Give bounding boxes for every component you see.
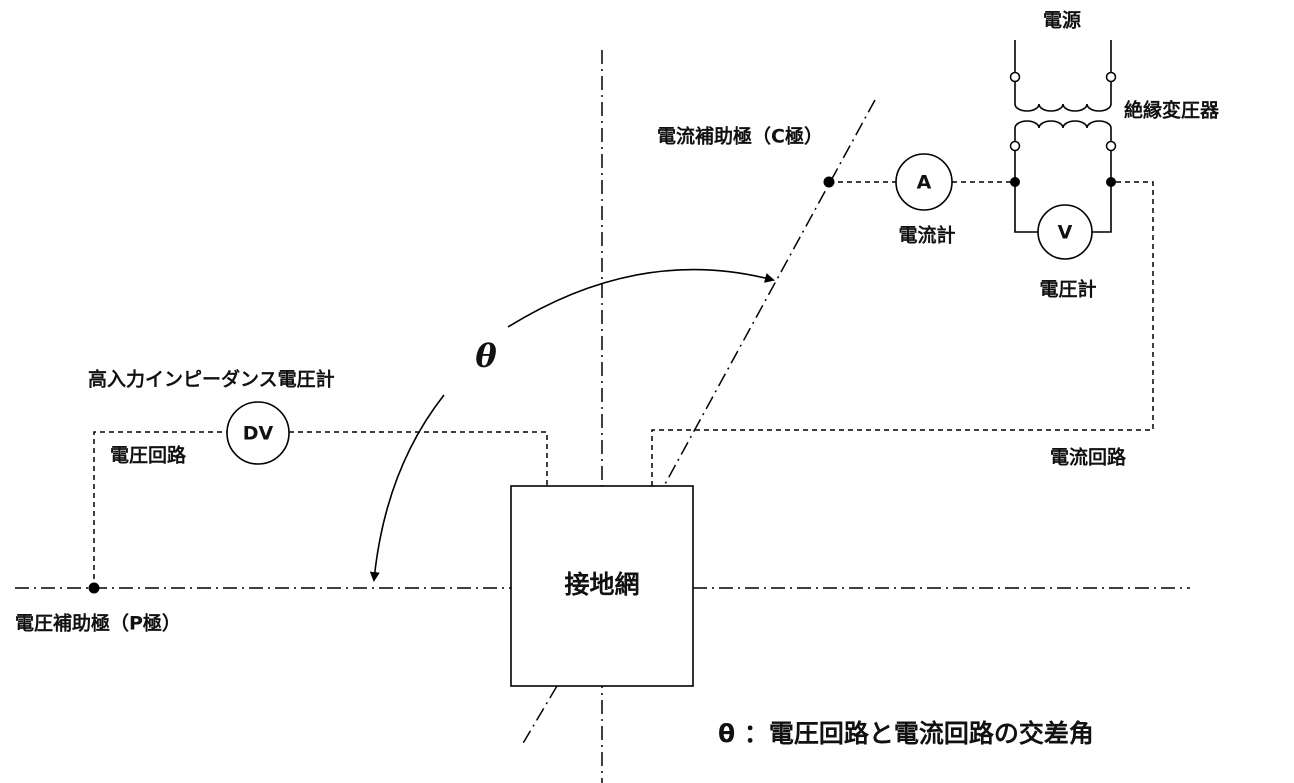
grounding-grid-box	[510, 485, 694, 687]
legend-text: θ ：電圧回路と電流回路の交差角	[718, 719, 1094, 748]
voltage-aux-electrode-label: 電圧補助極（P極）	[15, 612, 181, 635]
voltage-circuit-wire-right	[289, 431, 548, 486]
node-right	[1106, 177, 1116, 187]
ammeter-label: 電流計	[898, 224, 955, 247]
transformer-secondary-coil	[1014, 120, 1112, 129]
current-electrode-point	[823, 176, 835, 188]
voltmeter-circle	[1037, 204, 1093, 260]
terminal-top-right	[1105, 71, 1117, 83]
dv-meter-symbol: DV	[243, 423, 274, 445]
power-source-label: 電源	[1043, 9, 1081, 32]
current-circuit-label: 電流回路	[1050, 446, 1127, 469]
grounding-grid-label: 接地網	[564, 570, 639, 599]
dv-meter-circle	[226, 401, 290, 465]
voltmeter-loop-wire	[1014, 151, 1038, 233]
terminal-top-left	[1009, 71, 1021, 83]
terminal-bottom-right	[1105, 140, 1117, 152]
transformer-primary-coil	[1014, 103, 1112, 112]
node-left	[1010, 177, 1020, 187]
current-circuit-wire	[651, 181, 1154, 486]
voltage-electrode-point	[88, 582, 100, 594]
voltage-circuit-wire	[93, 431, 227, 588]
terminal-bottom-left	[1009, 140, 1021, 152]
voltmeter-label: 電圧計	[1039, 278, 1096, 301]
diagonal-axis-line-upper	[663, 99, 876, 487]
current-aux-electrode-label: 電流補助極（C極）	[657, 125, 823, 148]
ammeter-symbol: A	[917, 172, 932, 194]
ammeter-circle	[895, 153, 953, 211]
voltmeter-symbol: V	[1058, 222, 1073, 244]
transformer-label: 絶縁変圧器	[1124, 99, 1220, 122]
diagonal-axis-line-lower	[521, 685, 558, 746]
high-impedance-voltmeter-label: 高入力インピーダンス電圧計	[88, 368, 335, 391]
voltmeter-loop-wire-right	[1092, 151, 1112, 233]
theta-arc-lower	[369, 394, 445, 582]
theta-arc	[507, 268, 775, 328]
voltage-circuit-label: 電圧回路	[110, 444, 187, 467]
theta-symbol: θ	[475, 337, 497, 375]
